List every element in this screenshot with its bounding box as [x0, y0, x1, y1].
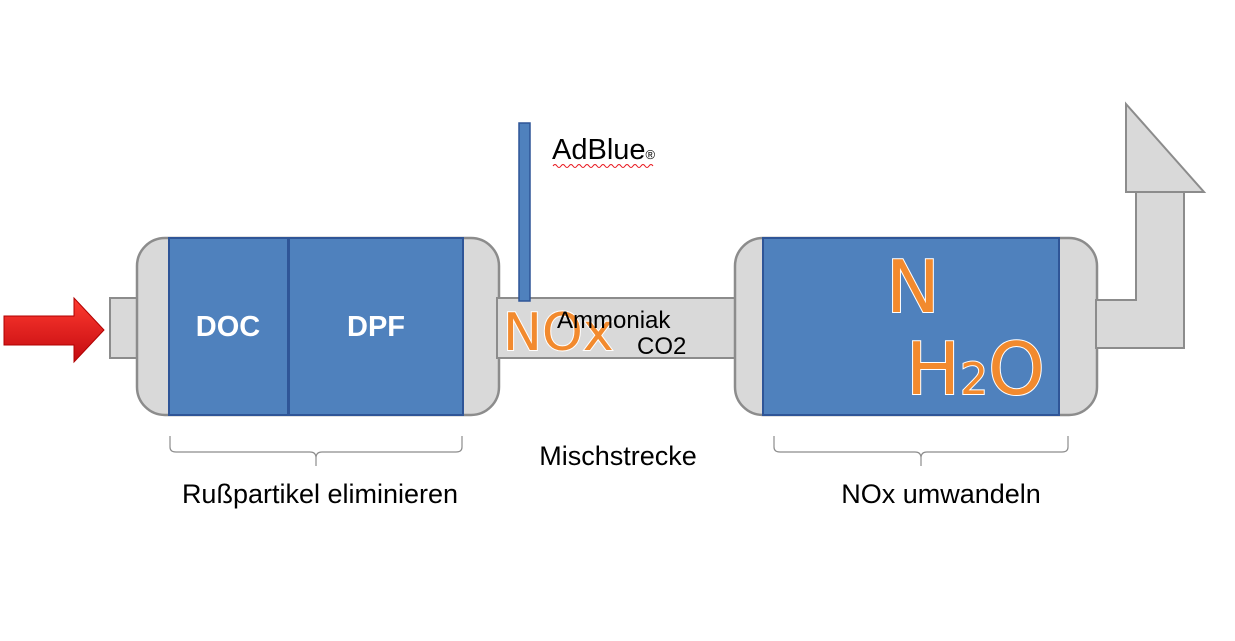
- adblue-text: AdBlue: [552, 134, 646, 166]
- co2-label: CO2: [637, 333, 686, 360]
- right-brace: [773, 436, 1069, 466]
- mischstrecke-label: Mischstrecke: [539, 441, 697, 471]
- nitrogen-label: N: [886, 245, 940, 329]
- inlet-arrow-icon: [3, 296, 105, 364]
- water-h: H: [906, 327, 960, 411]
- doc-label: DOC: [196, 311, 261, 343]
- outlet-arrow-tip: [1125, 101, 1207, 193]
- spellcheck-underline: [552, 164, 654, 168]
- ammoniak-label: Ammoniak: [557, 307, 671, 334]
- nox-umwandeln-label: NOx umwandeln: [841, 479, 1041, 509]
- scr-block: [762, 237, 1060, 416]
- registered-mark: ®: [646, 147, 656, 162]
- water-o: O: [988, 327, 1045, 411]
- dpf-label: DPF: [347, 311, 405, 343]
- adblue-injector: [518, 122, 531, 302]
- nox-input-label: NOx: [503, 303, 614, 363]
- adblue-label: AdBlue®: [552, 134, 656, 166]
- water-subscript: 2: [960, 354, 988, 405]
- left-brace: [169, 436, 463, 466]
- water-label: H2O: [906, 327, 1045, 411]
- outlet-pipe: [1095, 191, 1185, 349]
- dpf-block: [288, 237, 464, 416]
- mixing-pipe: [496, 297, 741, 359]
- doc-block: [168, 237, 289, 416]
- russpartikel-label: Rußpartikel eliminieren: [182, 479, 458, 509]
